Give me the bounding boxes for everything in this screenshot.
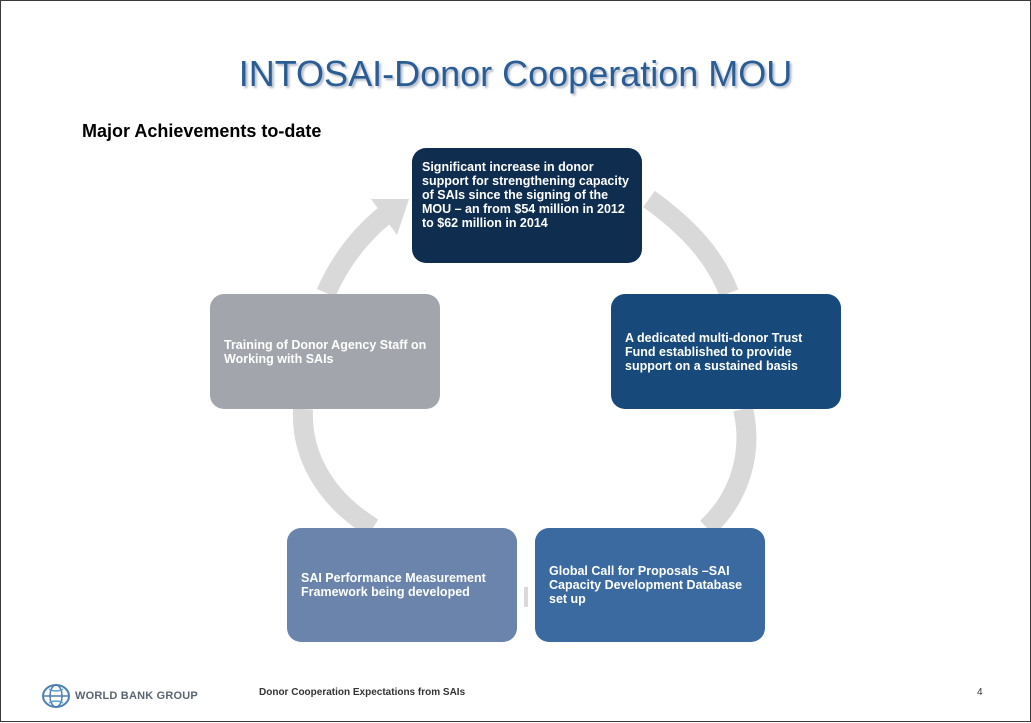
page-number: 4 (977, 687, 983, 698)
cycle-arc-5 (316, 207, 392, 298)
cycle-step-performance-framework: SAI Performance Measurement Framework be… (287, 528, 517, 642)
cycle-arc-2 (699, 406, 757, 536)
cycle-step-text: A dedicated multi-donor Trust Fund estab… (625, 330, 803, 373)
cycle-step-trust-fund: A dedicated multi-donor Trust Fund estab… (611, 294, 841, 409)
cycle-step-text: SAI Performance Measurement Framework be… (301, 571, 486, 599)
globe-icon (42, 684, 70, 708)
cycle-arc-1 (643, 190, 739, 297)
cycle-step-text: Global Call for Proposals –SAI Capacity … (549, 564, 743, 606)
footer-text: Donor Cooperation Expectations from SAIs (259, 687, 466, 698)
cycle-step-global-call: Global Call for Proposals –SAI Capacity … (535, 528, 765, 642)
cycle-step-text: Training of Donor Agency Staff on Workin… (224, 337, 427, 366)
logo-text: WORLD BANK GROUP (75, 690, 198, 702)
cycle-arrowhead (371, 199, 409, 235)
cycle-arc-4 (292, 408, 379, 537)
cycle-step-staff-training: Training of Donor Agency Staff on Workin… (210, 294, 440, 409)
world-bank-logo: WORLD BANK GROUP (41, 683, 198, 709)
slide-subtitle: Major Achievements to-date (82, 121, 322, 141)
cycle-step-text: Significant increase in donor support fo… (422, 160, 629, 230)
slide-title: INTOSAI-Donor Cooperation MOU (238, 53, 793, 94)
cycle-step-donor-support-increase: Significant increase in donor support fo… (412, 148, 642, 263)
